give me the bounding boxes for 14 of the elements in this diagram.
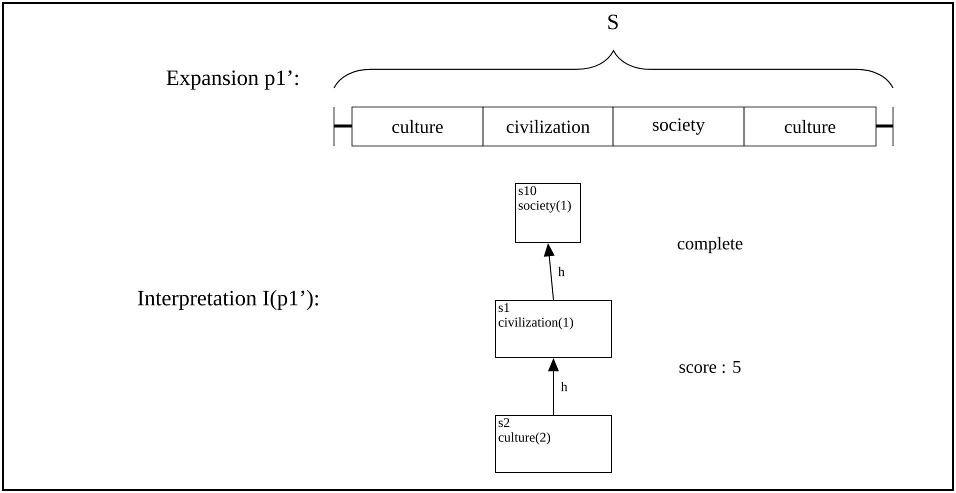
segment-cell: culture <box>352 106 484 146</box>
segment-cell: civilization <box>482 106 614 146</box>
segment-cell: society <box>612 106 744 146</box>
label: S <box>608 14 618 30</box>
edge-label: h <box>558 266 565 276</box>
segment-cell: culture <box>744 106 876 146</box>
sense-box: s10 society(1) <box>515 183 581 243</box>
label: Interpretation I(p1’): <box>138 290 318 310</box>
edge-label: h <box>560 382 568 392</box>
sense-box: s2 culture(2) <box>495 415 612 473</box>
label: Expansion p1’: <box>166 70 298 90</box>
label: score : 5 <box>680 360 741 374</box>
label: complete <box>678 236 742 254</box>
sense-box: s1 civilization(1) <box>495 300 612 358</box>
